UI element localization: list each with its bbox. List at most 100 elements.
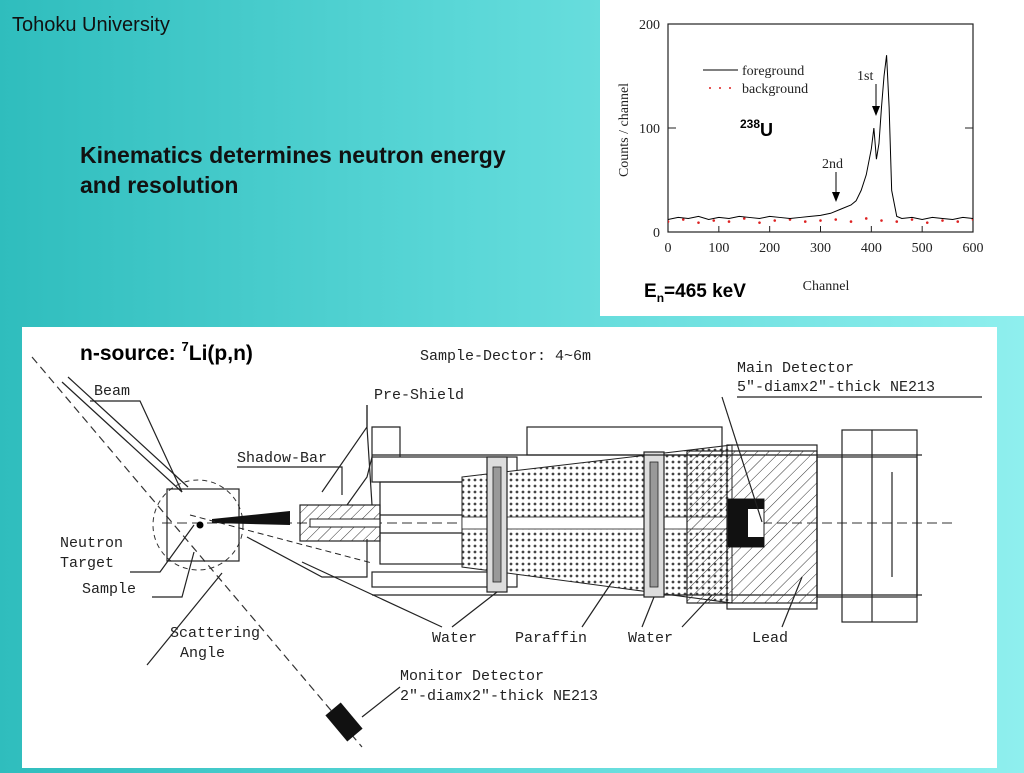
background-point (773, 219, 777, 222)
collimator-body (246, 536, 368, 578)
main-detector-spec: 5"-diamx2"-thick NE213 (737, 379, 935, 396)
n-source-label: n-source: 7Li(p,n) (80, 339, 253, 365)
axis-ticks: 0 100 200 300 400 500 600 0 100 200 (639, 18, 984, 256)
target-label: Target (60, 555, 114, 572)
rear-housing (841, 429, 918, 623)
leader-line (581, 581, 613, 628)
pre-shield-bore (309, 518, 381, 528)
lead-label: Lead (752, 630, 788, 647)
annotation-1st: 1st (857, 69, 873, 84)
y-tick-label: 100 (639, 122, 660, 137)
water-tank-1-inner (492, 466, 502, 583)
background-point (895, 220, 899, 223)
background-point (681, 218, 685, 221)
beam-direction-line (67, 376, 189, 488)
sample-region-circle (152, 479, 244, 571)
background-point (834, 218, 838, 221)
affiliation: Tohoku University (12, 14, 170, 36)
y-tick-label: 200 (639, 18, 660, 33)
plot-frame (667, 23, 974, 233)
scattering-angle-line (189, 514, 373, 564)
background-point (819, 219, 822, 222)
leader-line (451, 591, 498, 628)
leader-line (681, 594, 713, 628)
water-label-1: Water (432, 630, 477, 647)
background-point (941, 219, 944, 222)
energy-prefix: E (644, 281, 657, 302)
legend-bg-dot (729, 87, 731, 89)
background-point (697, 221, 700, 224)
energy-sub: n (657, 291, 664, 305)
foreground-line (668, 55, 973, 221)
beam-direction-line (61, 381, 183, 493)
water-label-2: Water (628, 630, 673, 647)
pre-shield-label: Pre-Shield (374, 387, 464, 404)
background-point (803, 220, 807, 223)
water-tank-2-inner (649, 461, 659, 588)
neutron-label: Neutron (60, 535, 123, 552)
monitor-detector-spec: 2"-diamx2"-thick NE213 (400, 688, 598, 705)
energy-value: =465 keV (664, 281, 746, 302)
n-source-reaction: Li(p,n) (189, 342, 253, 365)
annotation-2nd: 2nd (822, 157, 843, 172)
spectrum-chart-panel: 0 100 200 300 400 500 600 0 100 200 Counts / chan… (600, 0, 1024, 316)
x-tick-label: 200 (759, 241, 780, 256)
background-point (910, 218, 914, 221)
leader-line (237, 466, 343, 495)
monitor-detector (325, 702, 363, 742)
x-tick-label: 500 (912, 241, 933, 256)
collimator-body (346, 426, 401, 506)
background-point (742, 217, 746, 220)
isotope-symbol: U (760, 120, 773, 140)
leader-line (301, 561, 443, 628)
neutron-target (196, 521, 204, 529)
shielding-housing (371, 571, 518, 588)
background-point (727, 220, 731, 223)
background-point (880, 219, 883, 222)
x-tick-label: 300 (810, 241, 831, 256)
leader-line (721, 396, 763, 523)
x-tick-label: 400 (861, 241, 882, 256)
slide-title: Kinematics determines neutron energy and… (80, 142, 506, 198)
arrow-head (872, 106, 880, 116)
legend-fg-label: foreground (742, 64, 804, 79)
paraffin-label: Paraffin (515, 630, 587, 647)
shadow-bar (212, 511, 290, 525)
y-tick-label: 0 (653, 226, 660, 241)
background-point (864, 217, 868, 220)
setup-diagram-panel: n-source: 7Li(p,n) Sample-Dector: 4~6m (22, 327, 997, 768)
n-source-prefix: n-source: (80, 342, 182, 365)
main-detector-head (728, 499, 764, 509)
rear-housing (816, 456, 918, 598)
x-tick-label: 100 (708, 241, 729, 256)
arrow-head (832, 192, 840, 202)
background-point (925, 221, 929, 224)
leader-line (321, 405, 368, 493)
distance-label: Sample-Dector: 4~6m (420, 348, 591, 365)
x-tick-label: 600 (963, 241, 984, 256)
leader-line (152, 551, 195, 598)
leader-line (146, 572, 223, 666)
leader-line (366, 405, 373, 506)
target-chamber (166, 488, 240, 562)
rear-housing (526, 426, 723, 456)
angle-label: Angle (180, 645, 225, 662)
leader-line (361, 686, 401, 718)
x-tick-label: 0 (665, 241, 672, 256)
beam-label: Beam (94, 383, 130, 400)
main-detector-head (728, 537, 764, 547)
leader-line (130, 524, 195, 573)
legend-bg-dot (709, 87, 711, 89)
beam-line (31, 356, 363, 748)
isotope-mass: 238 (740, 117, 760, 131)
scattering-label: Scattering (170, 625, 260, 642)
y-axis-label: Counts / channel (617, 83, 632, 177)
leader-line (90, 400, 183, 493)
isotope-label: 238U (740, 117, 773, 140)
leader-line (781, 576, 803, 628)
background-point (758, 221, 761, 224)
n-source-sup: 7 (182, 339, 189, 354)
main-detector-label: Main Detector (737, 360, 854, 377)
background-point (956, 220, 960, 223)
legend-bg-label: background (742, 82, 808, 97)
